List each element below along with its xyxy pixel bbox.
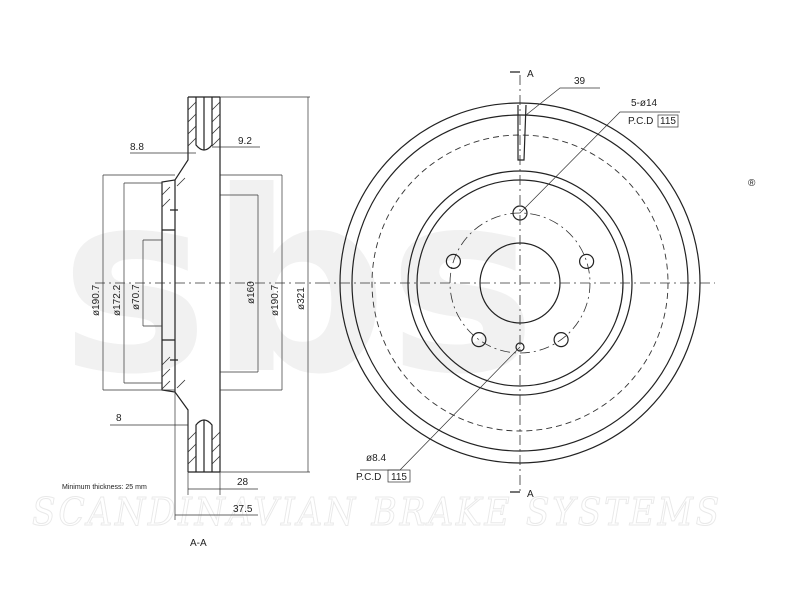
bolt-hole xyxy=(553,332,569,348)
watermark-logo: sbs xyxy=(60,138,537,429)
pcd2-prefix: P.C.D xyxy=(356,472,381,483)
watermark-tagline: SCANDINAVIAN BRAKE SYSTEMS xyxy=(32,490,722,534)
watermark: sbs ® SCANDINAVIAN BRAKE SYSTEMS xyxy=(32,138,757,535)
disc-section-outline xyxy=(161,96,221,473)
pcd-box xyxy=(657,114,679,128)
section-title: A-A xyxy=(190,538,207,549)
dim-28: 28 xyxy=(237,477,249,488)
section-mark-bottom: A xyxy=(527,489,534,500)
section-hatching xyxy=(161,101,221,465)
vent-channel xyxy=(195,97,213,472)
dim-phi-321: ø321 xyxy=(296,287,307,310)
registered-mark: ® xyxy=(748,178,756,189)
dim-phi-190-7-right: ø190.7 xyxy=(270,284,281,316)
dim-9-2: 9.2 xyxy=(238,136,252,147)
bolt-hole xyxy=(578,253,595,269)
front-view: A A 39 5-ø14 P.C.D 115 ø8.4 P.C.D 115 xyxy=(320,69,715,500)
dim-39: 39 xyxy=(574,76,586,87)
pcd2-value: 115 xyxy=(391,472,407,483)
section-view: 8.8 9.2 8 28 37.5 ø190.7 ø172.2 ø70.7 ø1… xyxy=(62,96,320,549)
bolt-hole xyxy=(445,253,461,269)
section-mark-top: A xyxy=(527,69,534,80)
dim-8-8: 8.8 xyxy=(130,142,144,153)
section-arrows xyxy=(510,71,520,493)
pcd-prefix: P.C.D xyxy=(628,116,653,127)
pcd-value: 115 xyxy=(660,116,676,127)
dim-phi-70-7: ø70.7 xyxy=(131,284,142,310)
bolt-holes-label: 5-ø14 xyxy=(631,98,658,109)
dim-37-5: 37.5 xyxy=(233,504,253,515)
bolt-hole xyxy=(471,332,487,348)
dim-8: 8 xyxy=(116,413,122,424)
diameter-dim-lines xyxy=(102,96,310,473)
dim-phi-172-2: ø172.2 xyxy=(112,284,123,316)
dim-phi-160: ø160 xyxy=(246,281,257,304)
pcd2-box xyxy=(387,469,411,483)
top-slot xyxy=(517,104,527,161)
thickness-dim-lines xyxy=(110,146,260,520)
dim-phi-190-7-left: ø190.7 xyxy=(91,284,102,316)
min-thickness-note: Minimum thickness: 25 mm xyxy=(62,484,147,491)
front-centerlines xyxy=(320,75,715,495)
hat-section xyxy=(162,180,178,392)
small-hole-label: ø8.4 xyxy=(366,453,386,464)
